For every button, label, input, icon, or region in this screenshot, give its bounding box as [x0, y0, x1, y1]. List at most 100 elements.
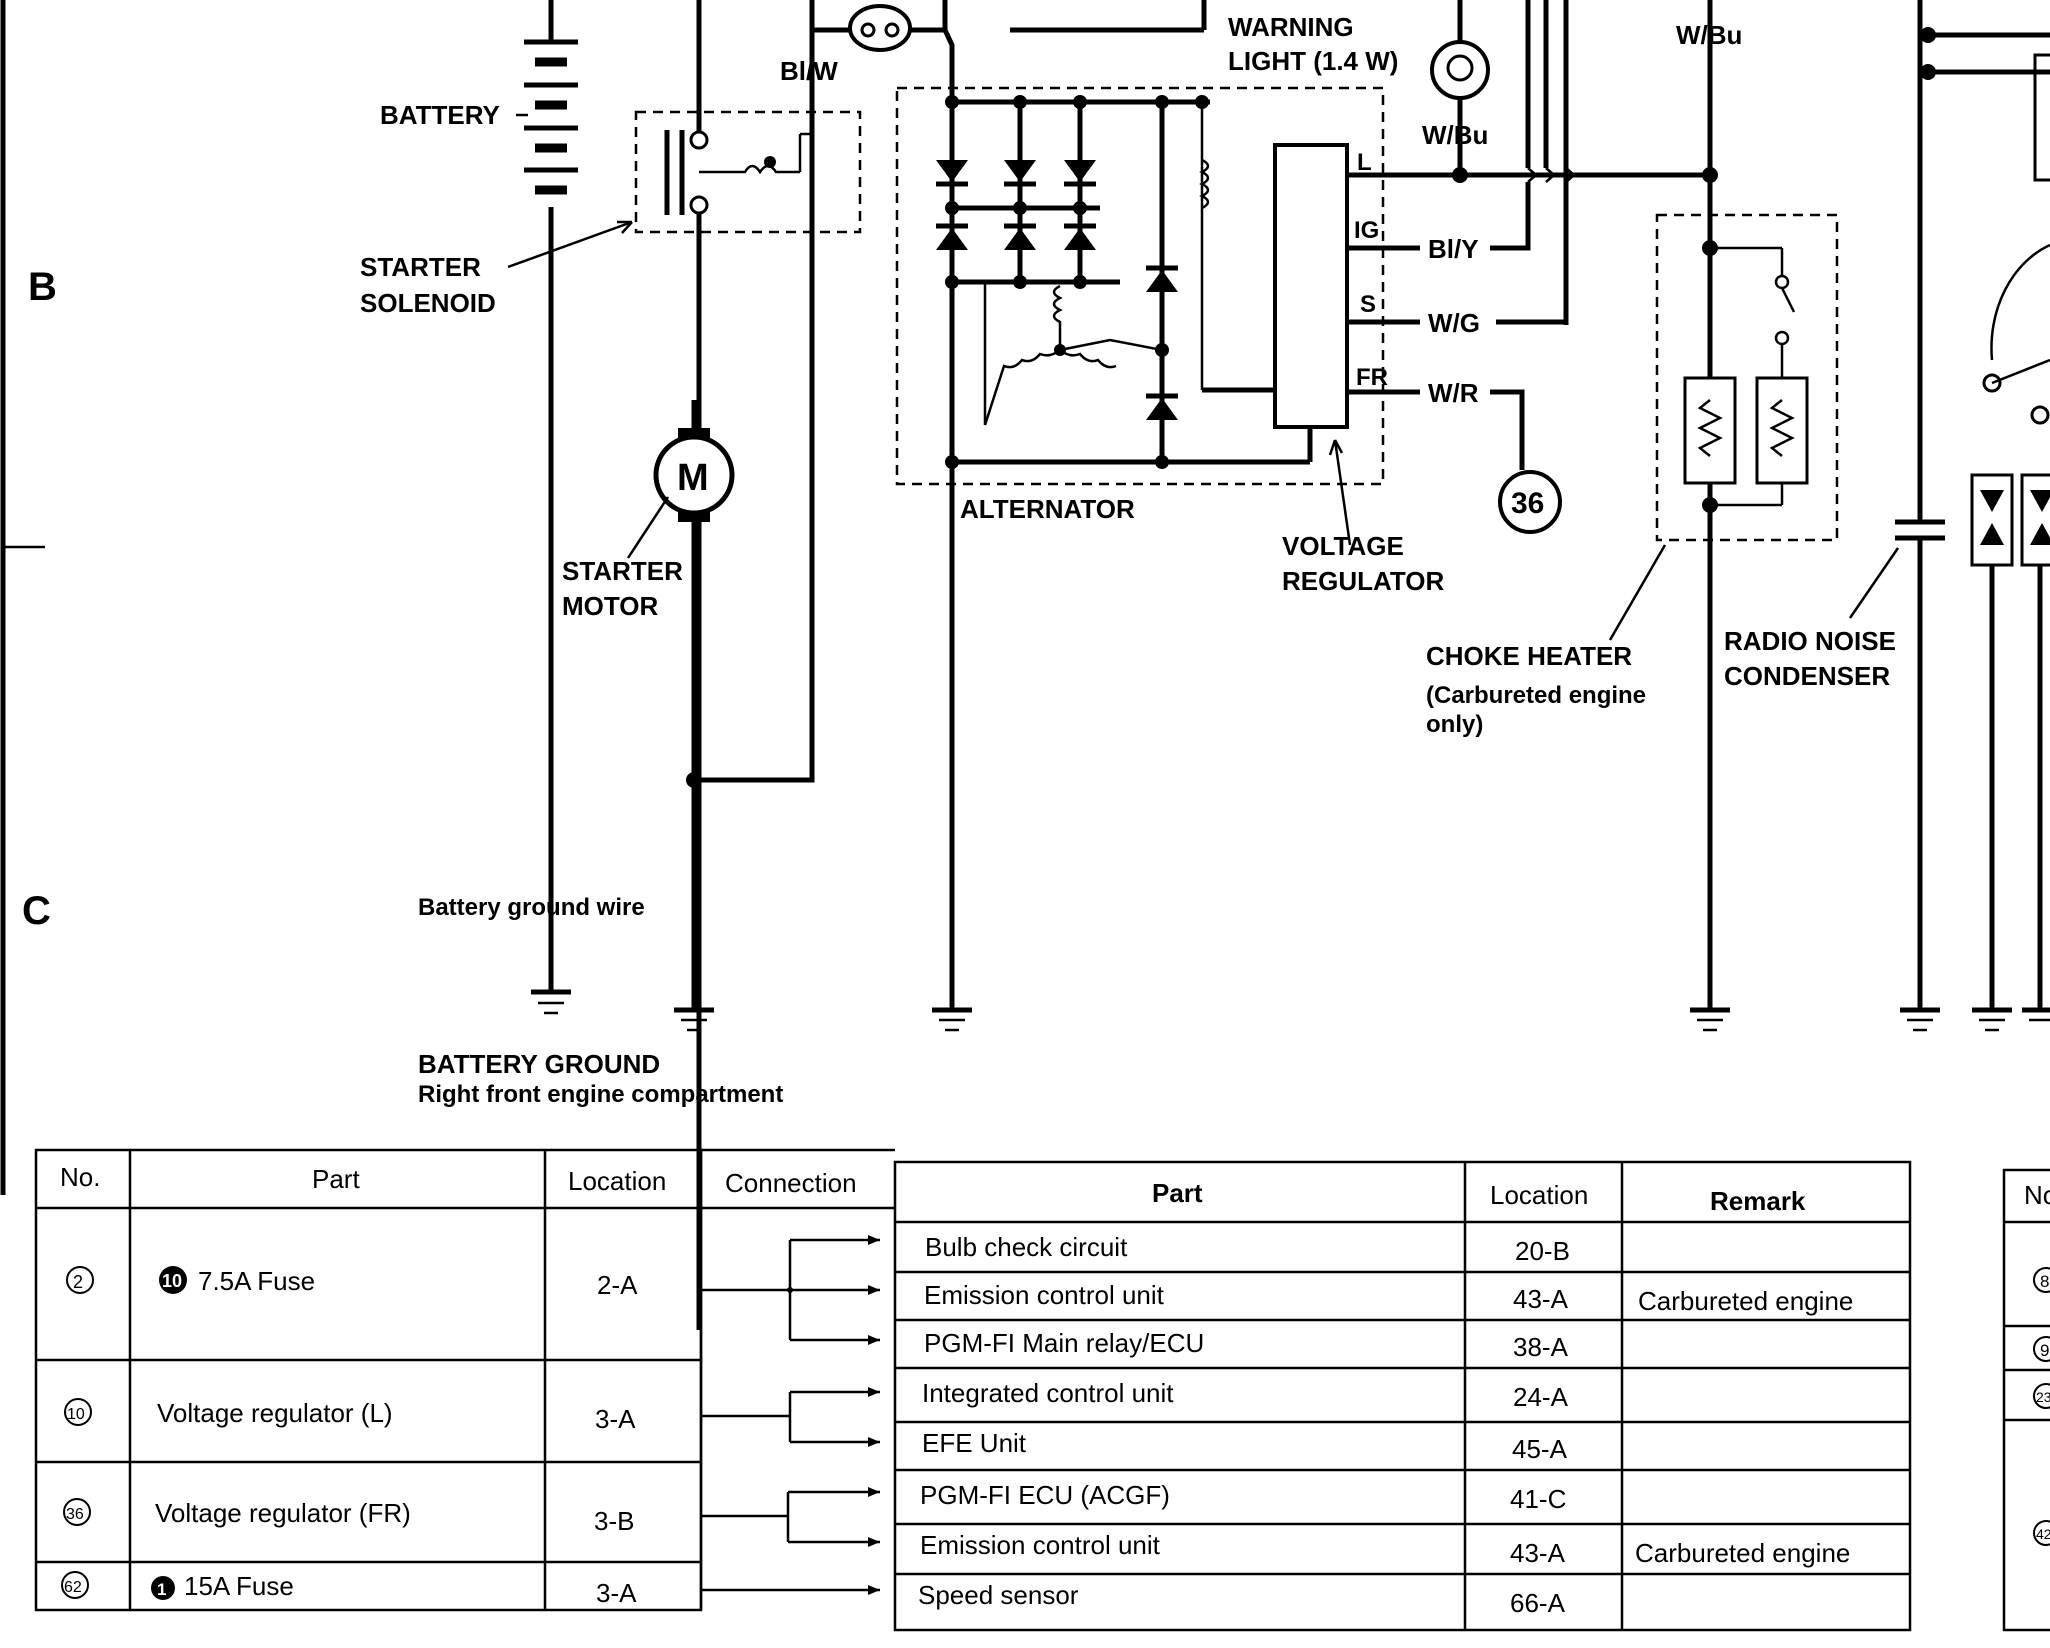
choke-heater-note-2: only)	[1426, 711, 1483, 738]
bl-w-label: Bl/W	[780, 56, 838, 86]
row-number-circle	[2033, 1336, 2050, 1362]
distributor-partial-symbol	[1970, 53, 2050, 1032]
choke-heater-note-1: (Carbureted engine	[1426, 682, 1646, 709]
right-row-7-remark: Carbureted engine	[1635, 1538, 1850, 1568]
alternator-ground-symbol	[932, 1007, 972, 1032]
partial-table-header: No	[2024, 1180, 2050, 1210]
starter-solenoid-box	[634, 110, 862, 234]
right-row-1-location: 20-B	[1515, 1236, 1570, 1266]
partial-row-3-no: 23	[2036, 1389, 2050, 1405]
w-g-label: W/G	[1428, 308, 1480, 338]
right-row-8-part: Speed sensor	[918, 1580, 1079, 1610]
right-row-6-location: 41-C	[1510, 1484, 1566, 1514]
right-row-4-location: 24-A	[1513, 1382, 1569, 1412]
terminal-ig-label: IG	[1354, 217, 1379, 244]
right-row-1-part: Bulb check circuit	[925, 1232, 1128, 1262]
connection-lines	[701, 1235, 880, 1595]
radio-noise-label-2: CONDENSER	[1724, 661, 1890, 691]
right-row-7-location: 43-A	[1510, 1538, 1566, 1568]
left-row-4-part: 15A Fuse	[184, 1571, 294, 1601]
radio-noise-label-1: RADIO NOISE	[1724, 626, 1896, 656]
starter-motor-label-2: MOTOR	[562, 591, 659, 621]
starter-solenoid-leader	[507, 220, 633, 269]
right-row-3-location: 38-A	[1513, 1332, 1569, 1362]
row-number-circle	[61, 1571, 89, 1599]
left-table-header-part: Part	[312, 1164, 360, 1194]
row-number-circle	[2033, 1383, 2050, 1409]
zone-label-c: C	[22, 889, 51, 933]
voltage-regulator-block	[1273, 143, 1349, 429]
row-number-circle	[63, 1498, 91, 1526]
warning-light-label-2: LIGHT (1.4 W)	[1228, 46, 1398, 76]
right-row-3-part: PGM-FI Main relay/ECU	[924, 1328, 1204, 1358]
right-row-8-location: 66-A	[1510, 1588, 1566, 1618]
right-table-header-part: Part	[1152, 1178, 1203, 1208]
right-row-6-part: PGM-FI ECU (ACGF)	[920, 1480, 1170, 1510]
bl-y-label: Bl/Y	[1428, 234, 1479, 264]
choke-heater-label: CHOKE HEATER	[1426, 641, 1632, 671]
battery-ground-title: BATTERY GROUND	[418, 1049, 660, 1079]
row-number-circle	[64, 1398, 92, 1426]
choke-heater-leader	[1608, 544, 1667, 641]
warning-light-label-1: WARNING	[1228, 12, 1354, 42]
right-row-2-part: Emission control unit	[924, 1280, 1165, 1310]
battery-ground-location: Right front engine compartment	[418, 1081, 783, 1108]
left-row-4-location: 3-A	[596, 1578, 637, 1608]
battery-label: BATTERY	[380, 100, 500, 130]
partial-row-2-no: 9	[2040, 1341, 2049, 1360]
terminal-s-label: S	[1360, 291, 1376, 318]
left-row-3-part: Voltage regulator (FR)	[155, 1498, 411, 1528]
row-number-circle	[66, 1266, 94, 1294]
starter-solenoid-contacts	[664, 0, 812, 1330]
starter-motor-label-1: STARTER	[562, 556, 683, 586]
left-table-header-no: No.	[60, 1162, 100, 1192]
row-number-circle	[2033, 1520, 2050, 1546]
left-row-1-fuse-no: 10	[162, 1271, 182, 1291]
w-bu-mid-label: W/Bu	[1422, 120, 1488, 150]
left-row-2-part: Voltage regulator (L)	[157, 1398, 393, 1428]
connector-36-label: 36	[1511, 487, 1544, 520]
voltage-regulator-label-2: REGULATOR	[1282, 566, 1444, 596]
starter-solenoid-arrowhead	[617, 220, 633, 234]
w-bu-top-label: W/Bu	[1676, 20, 1742, 50]
battery-ground-wire-label: Battery ground wire	[418, 894, 645, 921]
left-row-2-no: 10	[67, 1406, 85, 1423]
choke-ground-symbol	[1690, 1007, 1730, 1032]
warning-light-top-bulb	[812, 0, 1207, 80]
left-row-1-part: 7.5A Fuse	[198, 1266, 315, 1296]
radio-noise-condenser-symbol	[1895, 0, 2050, 1032]
voltage-regulator-arrowhead	[1328, 439, 1344, 456]
fuse-number-badge	[159, 1266, 187, 1294]
starter-motor-ground-symbol	[674, 1007, 714, 1032]
left-table-header-connection: Connection	[725, 1168, 857, 1198]
left-row-1-no: 2	[73, 1272, 83, 1292]
left-row-1-location: 2-A	[597, 1270, 638, 1300]
left-table	[34, 1148, 895, 1612]
bl-w-wire	[694, 0, 815, 783]
right-row-5-part: EFE Unit	[922, 1428, 1027, 1458]
terminal-fr-label: FR	[1356, 364, 1388, 391]
voltage-regulator-leader	[1333, 439, 1352, 546]
starter-motor-leader	[626, 496, 670, 559]
connector-36-circle	[1498, 470, 1562, 534]
right-table-header-remark: Remark	[1710, 1186, 1806, 1216]
partial-row-4-no: 42	[2036, 1526, 2050, 1542]
warning-light-bulb	[1430, 0, 1490, 175]
right-row-4-part: Integrated control unit	[922, 1378, 1174, 1408]
right-row-7-part: Emission control unit	[920, 1530, 1161, 1560]
right-row-2-location: 43-A	[1513, 1284, 1569, 1314]
right-table	[893, 1160, 1912, 1632]
left-row-4-no: 62	[64, 1579, 82, 1596]
motor-symbol-letter: M	[677, 457, 709, 499]
voltage-regulator-label-1: VOLTAGE	[1282, 531, 1404, 561]
battery-ground-symbol	[531, 989, 571, 1015]
right-row-2-remark: Carbureted engine	[1638, 1286, 1853, 1316]
starter-motor-symbol: M	[653, 400, 735, 1010]
alternator-internals	[936, 80, 1313, 1010]
alternator-label: ALTERNATOR	[960, 494, 1135, 524]
choke-heater-elements	[1683, 240, 1809, 513]
partial-row-1-no: 8	[2040, 1272, 2049, 1291]
partial-table	[2002, 1168, 2050, 1632]
fuse-number-badge	[151, 1576, 175, 1600]
